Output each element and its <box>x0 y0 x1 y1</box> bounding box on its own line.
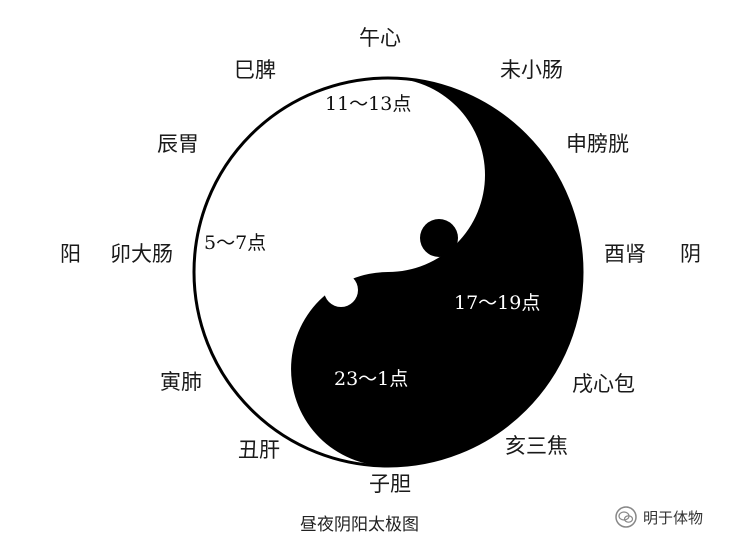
label-yin: 寅肺 <box>160 370 202 394</box>
wechat-icon <box>615 506 637 528</box>
yin-eye <box>420 219 458 257</box>
label-mao: 卯大肠 <box>110 242 173 266</box>
time-noon: 11～13点 <box>325 93 412 115</box>
outer-circle <box>192 76 584 468</box>
label-wu: 午心 <box>359 26 401 50</box>
yin-region <box>291 78 582 466</box>
label-chen: 辰胃 <box>157 132 199 156</box>
label-chou: 丑肝 <box>238 438 280 462</box>
watermark-text: 明于体物 <box>643 508 704 527</box>
label-yin-side: 阴 <box>680 242 701 266</box>
time-morning: 5～7点 <box>204 232 267 254</box>
label-wei: 未小肠 <box>500 58 563 82</box>
time-midnight: 23～1点 <box>334 368 409 390</box>
label-zi: 子胆 <box>369 472 411 496</box>
watermark: 明于体物 <box>615 506 703 528</box>
label-si: 巳脾 <box>234 58 276 82</box>
label-xu: 戌心包 <box>572 372 635 396</box>
time-evening: 17～19点 <box>454 292 541 314</box>
label-yang-side: 阳 <box>60 242 81 266</box>
diagram-caption: 昼夜阴阳太极图 <box>300 515 419 535</box>
label-you: 酉肾 <box>604 242 646 266</box>
label-hai: 亥三焦 <box>505 434 568 458</box>
label-shen: 申膀胱 <box>566 132 629 156</box>
yang-eye <box>324 273 358 307</box>
